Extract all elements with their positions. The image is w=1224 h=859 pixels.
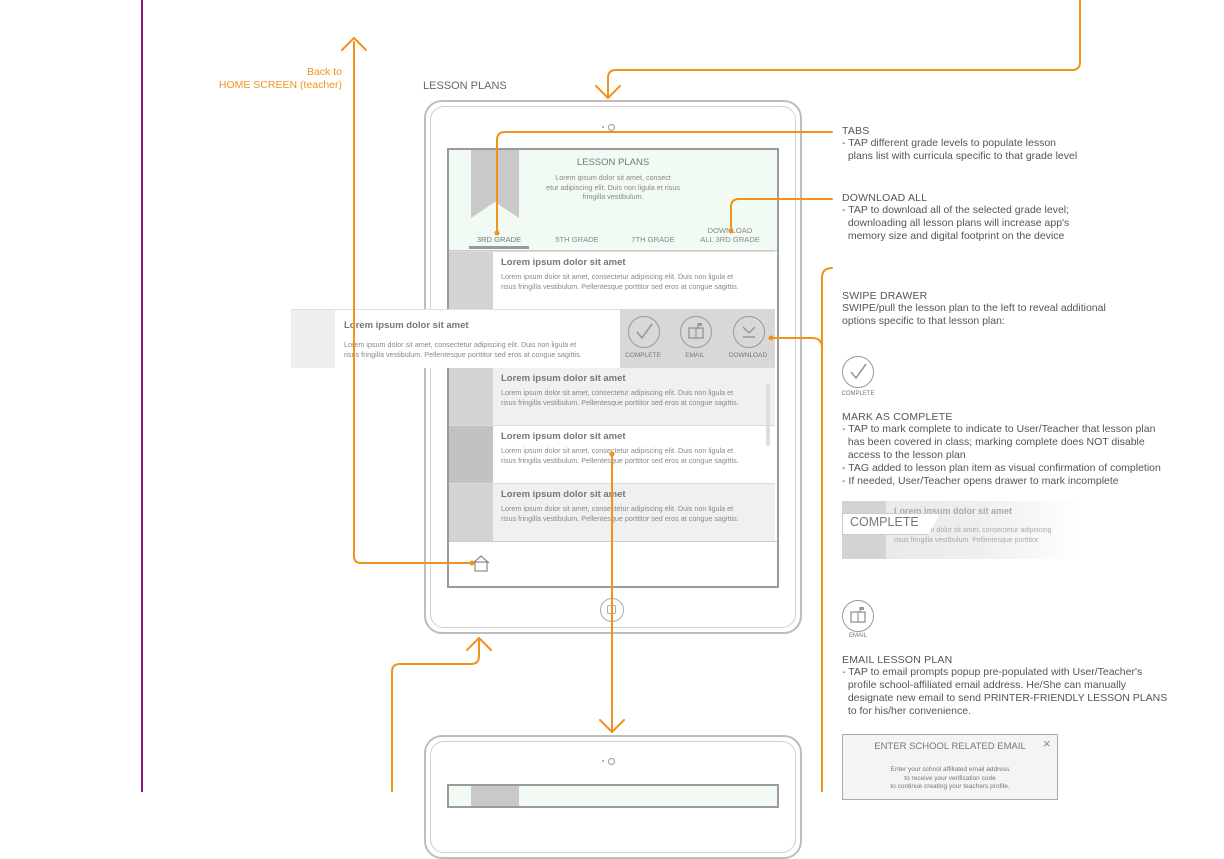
complete-tag-title: Lorem ipsum dolor sit amet — [894, 506, 1013, 516]
list-item-thumbnail — [449, 368, 493, 426]
tab-active-underline — [469, 246, 529, 249]
note-download-all-title: DOWNLOAD ALL — [842, 192, 928, 204]
note-tabs: TABS - TAP different grade levels to pop… — [842, 125, 1077, 163]
note-swipe-drawer: SWIPE DRAWER SWIPE/pull the lesson plan … — [842, 290, 1106, 328]
note-email-plan-line: - TAP to email prompts popup pre-populat… — [842, 666, 1143, 678]
list-item-thumbnail — [449, 252, 493, 310]
list-item-title: Lorem ipsum dolor sit amet — [501, 431, 626, 442]
email-popup-line: to continue creating your teachers profi… — [890, 783, 1010, 790]
list-item-title: Lorem ipsum dolor sit amet — [501, 489, 626, 500]
back-note-line1: Back to — [306, 66, 342, 78]
swipe-drawer: COMPLETE EMAIL DOWNLOAD — [620, 309, 775, 367]
header-desc-line: fringilla vestibulum. — [582, 192, 644, 201]
header-description: Lorem ipsum dolor sit amet, consect etur… — [499, 173, 727, 202]
drawer-email-label: EMAIL — [685, 352, 705, 359]
sample-complete-label: COMPLETE — [841, 391, 875, 397]
list-item-body: Lorem ipsum dolor sit amet, consectetur … — [501, 504, 739, 523]
list-item-body: Lorem ipsum dolor sit amet, consectetur … — [501, 272, 739, 291]
email-popup-title: ENTER SCHOOL RELATED EMAIL — [874, 741, 1026, 752]
header-desc-line: etur adipiscing elit. Duis non ligula et… — [546, 182, 680, 192]
note-email-plan-line: to for his/her convenience. — [842, 705, 971, 717]
list-item-body: Lorem ipsum dolor sit amet, consectetur … — [501, 446, 739, 465]
note-download-all-line: memory size and digital footprint on the… — [842, 230, 1065, 242]
note-mark-complete-title: MARK AS COMPLETE — [842, 411, 953, 423]
sample-email-label: EMAIL — [848, 633, 867, 639]
sample-email-mailbox-icon — [842, 600, 874, 632]
tab-divider — [449, 250, 777, 251]
email-popup-line: to receive your verification code — [904, 774, 996, 782]
back-note: Back to HOME SCREEN (teacher) — [200, 66, 342, 92]
header-desc-line: Lorem ipsum dolor sit amet, consect — [555, 173, 671, 182]
list-item[interactable]: Lorem ipsum dolor sit amet Lorem ipsum d… — [449, 251, 775, 310]
note-mark-complete: MARK AS COMPLETE - TAP to mark complete … — [842, 411, 1161, 488]
note-mark-complete-line: has been covered in class; marking compl… — [842, 436, 1145, 448]
note-email-plan-line: profile school-affiliated email address.… — [842, 679, 1127, 691]
close-icon[interactable]: × — [1043, 736, 1051, 751]
tab-7th-grade[interactable]: 7TH GRADE — [631, 235, 675, 244]
complete-tag-label: COMPLETE — [850, 515, 919, 529]
back-note-line2: HOME SCREEN (teacher) — [218, 79, 342, 91]
camera-dot-small — [602, 126, 604, 128]
camera-dot — [608, 124, 615, 131]
drawer-download-label: DOWNLOAD — [728, 352, 768, 359]
note-swipe-drawer-line: SWIPE/pull the lesson plan to the left t… — [842, 302, 1106, 314]
note-download-all-line: downloading all lesson plans will increa… — [842, 217, 1070, 229]
screen-title: LESSON PLANS — [423, 80, 507, 92]
list-item-thumbnail — [449, 484, 493, 542]
email-mailbox-icon[interactable] — [680, 316, 712, 348]
note-email-plan: EMAIL LESSON PLAN - TAP to email prompts… — [842, 654, 1167, 718]
complete-tag-sample: Lorem ipsum dolor sit amet Lorem ipsum d… — [842, 501, 1082, 559]
app-header: LESSON PLANS Lorem ipsum dolor sit amet,… — [449, 150, 777, 250]
list-item[interactable]: Lorem ipsum dolor sit amet Lorem ipsum d… — [449, 425, 775, 484]
list-item-thumbnail — [449, 426, 493, 484]
scrollbar[interactable] — [766, 384, 770, 446]
note-swipe-drawer-line: options specific to that lesson plan: — [842, 315, 1005, 327]
note-tabs-line: plans list with curricula specific to th… — [842, 150, 1078, 162]
home-icon[interactable] — [471, 554, 491, 572]
list-item-title: Lorem ipsum dolor sit amet — [501, 373, 626, 384]
tab-3rd-grade[interactable]: 3RD GRADE — [476, 235, 522, 244]
camera-dot-next — [608, 758, 615, 765]
note-download-all: DOWNLOAD ALL - TAP to download all of th… — [842, 192, 1069, 243]
note-mark-complete-line: - TAG added to lesson plan item as visua… — [842, 462, 1161, 474]
email-popup: ENTER SCHOOL RELATED EMAIL × Enter your … — [842, 734, 1058, 800]
bookmark-icon — [471, 150, 519, 218]
note-email-plan-title: EMAIL LESSON PLAN — [842, 654, 953, 666]
drawer-complete-label: COMPLETE — [625, 352, 661, 359]
note-mark-complete-line: access to the lesson plan — [842, 449, 966, 461]
note-mark-complete-line: - If needed, User/Teacher opens drawer t… — [842, 475, 1119, 487]
note-mark-complete-line: - TAP to mark complete to indicate to Us… — [842, 423, 1156, 435]
tab-5th-grade[interactable]: 5TH GRADE — [555, 235, 599, 244]
connector-lines — [341, 0, 1081, 792]
list-item-title: Lorem ipsum dolor sit amet — [501, 257, 626, 268]
page-guide-line — [141, 0, 143, 792]
note-swipe-drawer-title: SWIPE DRAWER — [842, 290, 928, 302]
swiped-list-item[interactable]: Lorem ipsum dolor sit amet Lorem ipsum d… — [291, 309, 620, 368]
note-tabs-title: TABS — [842, 125, 870, 137]
note-email-plan-line: designate new email to send PRINTER-FRIE… — [842, 692, 1168, 704]
sample-complete-check-icon — [842, 356, 874, 388]
complete-check-icon[interactable] — [628, 316, 660, 348]
header-title: LESSON PLANS — [576, 157, 650, 168]
note-tabs-line: - TAP different grade levels to populate… — [842, 137, 1057, 149]
email-popup-text: Enter your school affiliated email addre… — [843, 766, 1057, 792]
email-popup-line: Enter your school affiliated email addre… — [890, 766, 1010, 773]
list-item[interactable]: Lorem ipsum dolor sit amet Lorem ipsum d… — [449, 367, 775, 426]
list-item-body: Lorem ipsum dolor sit amet, consectetur … — [501, 388, 739, 407]
download-icon[interactable] — [733, 316, 765, 348]
note-download-all-line: - TAP to download all of the selected gr… — [842, 204, 1070, 216]
swiped-list-item-title: Lorem ipsum dolor sit amet — [344, 320, 469, 331]
camera-dot-small-next — [602, 760, 604, 762]
swiped-list-item-thumbnail — [291, 310, 335, 368]
